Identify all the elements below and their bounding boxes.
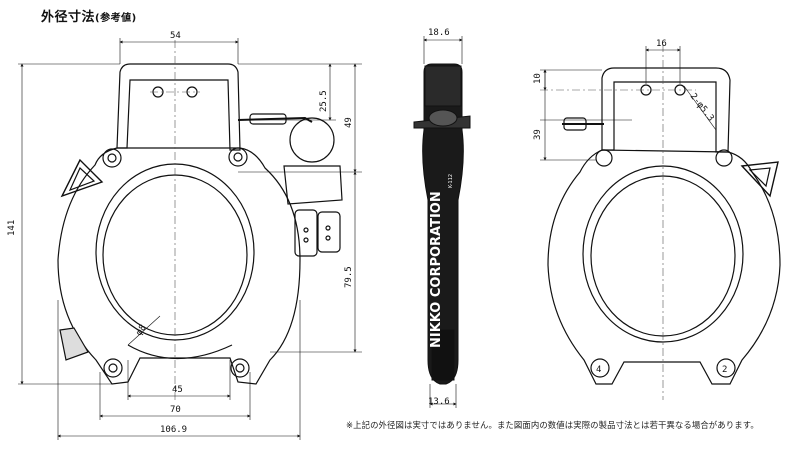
front-rivet-lower-left	[103, 358, 123, 378]
front-rivet-upper-left-inner	[107, 153, 117, 163]
rear-body-outline	[547, 149, 781, 385]
front-bottom-clip	[59, 327, 89, 361]
front-key-cable	[237, 116, 313, 123]
dim-phi-8: φ8	[134, 323, 148, 338]
rear-rivet-lower-left	[590, 358, 610, 378]
dim-13-6: 13.6	[428, 397, 450, 407]
front-rivet-upper-right-inner	[233, 152, 243, 162]
rear-rivet-upper-left	[595, 149, 613, 167]
side-dimensions	[423, 36, 463, 408]
front-body-outline	[57, 147, 301, 385]
dim-39: 39	[533, 129, 543, 140]
front-rivet-lower-right	[230, 358, 250, 378]
dim-10: 10	[533, 73, 543, 84]
side-lower-block	[431, 329, 455, 381]
dim-54: 54	[170, 31, 181, 41]
dim-25-5: 25.5	[319, 90, 329, 112]
dim-106-9: 106.9	[160, 425, 187, 435]
side-cap	[424, 65, 462, 107]
dim-79-5: 79.5	[344, 266, 354, 288]
front-triangle-tab	[60, 158, 104, 198]
front-key-head	[283, 165, 343, 205]
title-main: 外径寸法	[41, 10, 96, 25]
rear-view	[547, 67, 781, 385]
front-mount-bracket	[116, 63, 241, 151]
front-rivet-lower-left-inner	[108, 363, 118, 373]
front-key-blade-1	[294, 209, 318, 257]
dim-49: 49	[344, 117, 354, 128]
front-key-barrel	[249, 113, 287, 125]
rear-screw-label-left: 4	[596, 365, 601, 375]
disclaimer-note: ※上記の外径図は実寸ではありません。また図面内の数値は実際の製品寸法とは若干異な…	[346, 420, 759, 430]
front-rivet-upper-left	[102, 148, 122, 168]
side-view	[413, 63, 471, 385]
dim-141: 141	[7, 220, 17, 236]
rear-centerlines	[540, 44, 696, 400]
rear-dimensions	[540, 46, 717, 161]
rear-triangle-tab	[740, 161, 779, 198]
side-model: K-112	[448, 174, 454, 188]
front-rivet-upper-right	[228, 147, 248, 167]
dim-18-6: 18.6	[428, 28, 450, 38]
dim-2-phi-5-3: 2-φ5.3	[688, 92, 716, 124]
front-key-ring	[289, 117, 335, 163]
front-centerlines	[150, 40, 200, 400]
rear-screw-label-right: 2	[722, 365, 727, 375]
front-rivet-lower-right-inner	[235, 363, 245, 373]
rear-ring-outer	[582, 165, 744, 343]
front-view	[57, 63, 343, 385]
dim-16: 16	[656, 39, 667, 49]
dim-45: 45	[172, 385, 183, 395]
front-shackle-arc	[127, 344, 233, 359]
rear-mount-bracket	[601, 67, 731, 153]
side-body	[422, 63, 464, 385]
rear-rivet-upper-right	[715, 149, 733, 167]
side-brand: NIKKO CORPORATION	[429, 191, 444, 348]
rear-rivet-lower-right	[716, 358, 736, 378]
drawing-title: 外径寸法(参考値)	[41, 6, 137, 25]
dim-70: 70	[170, 405, 181, 415]
front-dimensions	[18, 38, 362, 440]
front-key-blade-2	[317, 211, 341, 253]
title-sub: (参考値)	[95, 13, 137, 24]
